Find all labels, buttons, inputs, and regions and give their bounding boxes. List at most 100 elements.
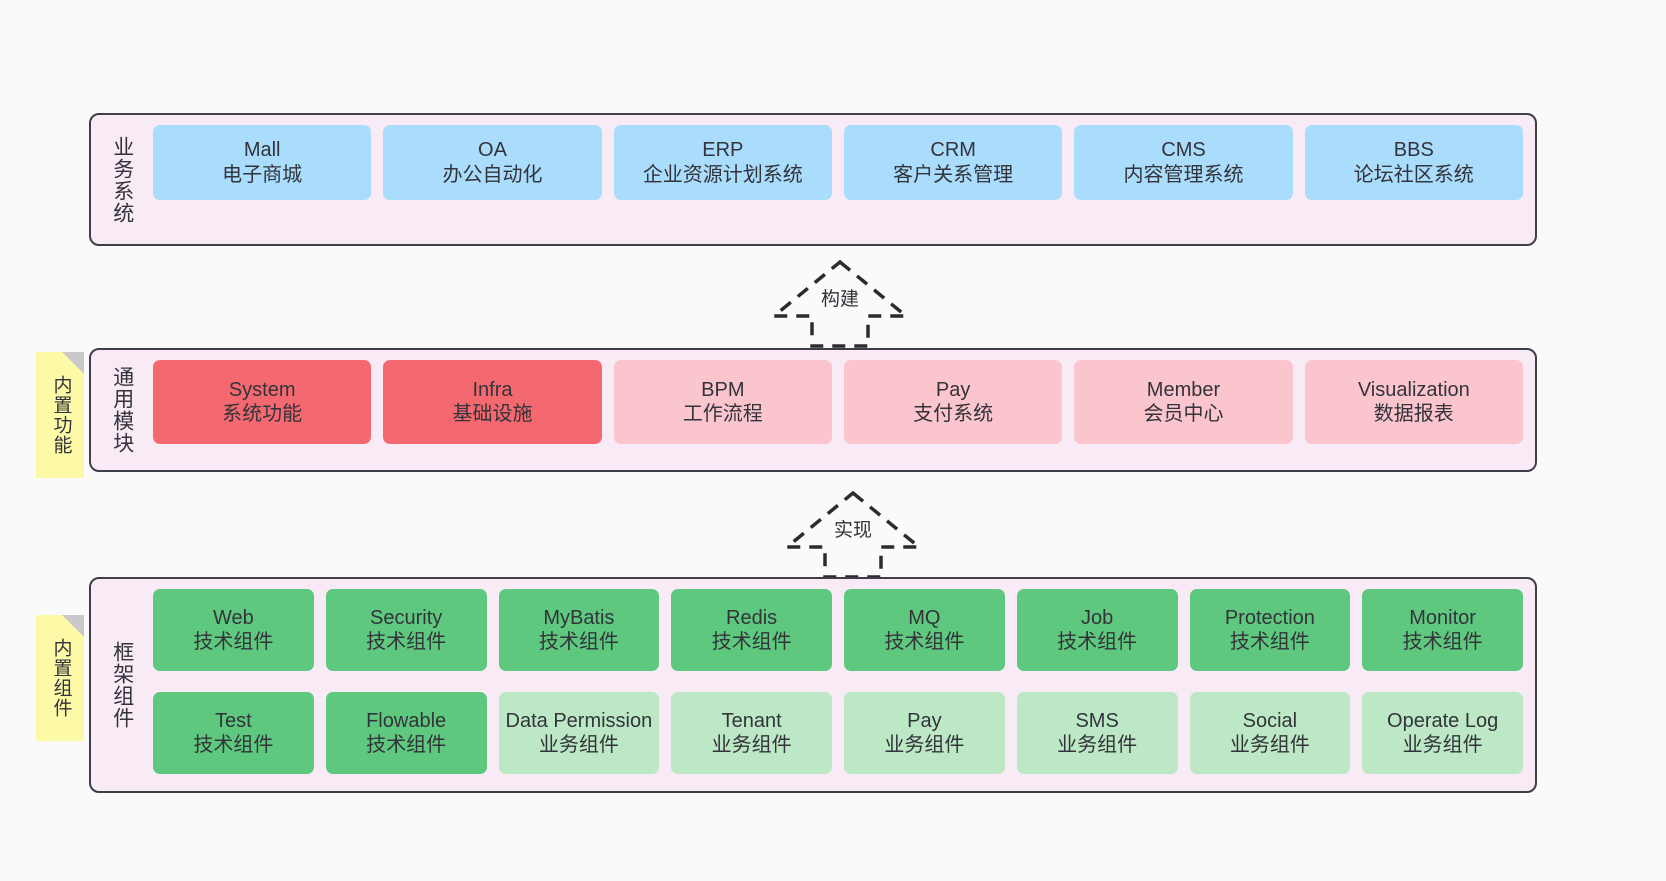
cell-subtitle: 业务组件 (1057, 734, 1138, 756)
cell-title: Visualization (1357, 378, 1470, 401)
cell-title: Tenant (721, 709, 782, 732)
cell-subtitle: 系统功能 (222, 403, 303, 425)
layer-business-system[interactable]: 业务系统 Mall 电子商城 OA 办公自动化 ERP 企业资源计划系统 CRM… (89, 113, 1537, 246)
cell-title: CMS (1161, 139, 1206, 162)
cell-tenant[interactable]: Tenant 业务组件 (671, 692, 832, 774)
cell-title: BBS (1393, 139, 1434, 162)
cell-visualization[interactable]: Visualization 数据报表 (1304, 360, 1523, 444)
cell-subtitle: 工作流程 (682, 403, 763, 425)
cell-monitor[interactable]: Monitor 技术组件 (1362, 589, 1523, 671)
note-builtin-functions[interactable]: 内置功能 (36, 352, 84, 478)
cell-bbs[interactable]: BBS 论坛社区系统 (1304, 125, 1523, 200)
cell-mybatis[interactable]: MyBatis 技术组件 (498, 589, 660, 671)
folded-corner-icon (62, 352, 84, 374)
cell-title: Test (215, 709, 252, 732)
connector-label-build: 构建 (817, 289, 863, 311)
cell-system[interactable]: System 系统功能 (153, 360, 372, 444)
cell-data-permission[interactable]: Data Permission 业务组件 (498, 692, 660, 774)
cell-member[interactable]: Member 会员中心 (1074, 360, 1293, 444)
cell-row: Web 技术组件 Security 技术组件 MyBatis 技术组件 Redi… (153, 589, 1523, 678)
cell-subtitle: 业务组件 (1402, 734, 1483, 756)
cell-subtitle: 技术组件 (884, 631, 965, 653)
cell-title: MQ (908, 606, 941, 629)
cell-mall[interactable]: Mall 电子商城 (153, 125, 372, 200)
cell-title: Protection (1224, 606, 1315, 629)
cell-subtitle: 业务组件 (538, 734, 619, 756)
cell-test[interactable]: Test 技术组件 (153, 692, 314, 774)
cell-subtitle: 技术组件 (193, 734, 274, 756)
cell-subtitle: 业务组件 (884, 734, 965, 756)
cell-subtitle: 业务组件 (1229, 734, 1310, 756)
connector-implement: 实现 (773, 487, 933, 579)
cell-subtitle: 论坛社区系统 (1353, 163, 1474, 186)
cell-subtitle: 会员中心 (1143, 403, 1224, 425)
cell-subtitle: 数据报表 (1373, 403, 1454, 425)
cell-subtitle: 技术组件 (711, 631, 792, 653)
cell-title: CRM (930, 139, 976, 162)
cell-subtitle: 技术组件 (538, 631, 619, 653)
cell-erp[interactable]: ERP 企业资源计划系统 (613, 125, 832, 200)
cell-subtitle: 技术组件 (366, 734, 447, 756)
cell-subtitle: 技术组件 (366, 631, 447, 653)
cell-protection[interactable]: Protection 技术组件 (1189, 589, 1351, 671)
layer-common-module[interactable]: 通用模块 System 系统功能 Infra 基础设施 BPM 工作流程 Pay… (89, 348, 1537, 472)
cell-cms[interactable]: CMS 内容管理系统 (1074, 125, 1293, 200)
cell-pay[interactable]: Pay 支付系统 (843, 360, 1063, 444)
cell-oa[interactable]: OA 办公自动化 (383, 125, 602, 200)
cell-social[interactable]: Social 业务组件 (1189, 692, 1351, 774)
cell-title: Social (1242, 709, 1298, 732)
cell-title: Pay (935, 378, 971, 401)
cell-title: SMS (1075, 709, 1119, 732)
cell-subtitle: 技术组件 (1057, 631, 1138, 653)
cell-subtitle: 业务组件 (711, 734, 792, 756)
cell-title: OA (478, 139, 507, 162)
cell-subtitle: 内容管理系统 (1123, 163, 1244, 186)
cell-row: Mall 电子商城 OA 办公自动化 ERP 企业资源计划系统 CRM 客户关系… (153, 125, 1523, 234)
cell-redis[interactable]: Redis 技术组件 (671, 589, 832, 671)
cell-subtitle: 客户关系管理 (893, 163, 1014, 186)
cell-title: Mall (243, 139, 281, 162)
cell-infra[interactable]: Infra 基础设施 (383, 360, 602, 444)
cell-title: Redis (726, 606, 778, 629)
cell-subtitle: 办公自动化 (442, 163, 543, 186)
folded-corner-icon (62, 615, 84, 637)
note-builtin-components[interactable]: 内置组件 (36, 615, 84, 741)
cell-mq[interactable]: MQ 技术组件 (844, 589, 1005, 671)
cell-sms[interactable]: SMS 业务组件 (1016, 692, 1178, 774)
cell-security[interactable]: Security 技术组件 (325, 589, 487, 671)
dashed-generalization-arrow-icon (769, 259, 911, 348)
cell-title: MyBatis (543, 606, 615, 629)
cell-flowable[interactable]: Flowable 技术组件 (325, 692, 487, 774)
cell-title: Infra (472, 378, 513, 401)
cell-subtitle: 支付系统 (913, 403, 994, 425)
note-label: 内置功能 (50, 375, 72, 455)
cell-title: Monitor (1409, 606, 1476, 629)
layer-title-business-system: 业务系统 (110, 135, 134, 224)
cell-bpm[interactable]: BPM 工作流程 (613, 360, 832, 444)
cell-operate-log[interactable]: Operate Log 业务组件 (1362, 692, 1523, 774)
cell-pay-business[interactable]: Pay 业务组件 (844, 692, 1005, 774)
cell-title: ERP (702, 139, 744, 162)
cell-row: System 系统功能 Infra 基础设施 BPM 工作流程 Pay 支付系统… (153, 360, 1523, 460)
cell-subtitle: 技术组件 (193, 631, 274, 653)
cell-subtitle: 技术组件 (1402, 631, 1483, 653)
layer-cells-business-system: Mall 电子商城 OA 办公自动化 ERP 企业资源计划系统 CRM 客户关系… (141, 125, 1523, 234)
cell-web[interactable]: Web 技术组件 (153, 589, 314, 671)
layer-title-framework-component: 框架组件 (110, 641, 134, 729)
cell-title: Operate Log (1387, 709, 1499, 732)
cell-subtitle: 基础设施 (452, 403, 533, 425)
cell-title: Job (1081, 606, 1114, 629)
cell-title: Pay (907, 709, 942, 732)
cell-subtitle: 技术组件 (1229, 631, 1310, 653)
connector-build: 构建 (760, 256, 920, 348)
cell-crm[interactable]: CRM 客户关系管理 (843, 125, 1063, 200)
cell-title: Flowable (366, 709, 447, 732)
cell-title: BPM (701, 378, 745, 401)
layer-framework-component[interactable]: 框架组件 Web 技术组件 Security 技术组件 MyBatis 技术组件… (89, 577, 1537, 793)
cell-job[interactable]: Job 技术组件 (1016, 589, 1178, 671)
layer-cells-common-module: System 系统功能 Infra 基础设施 BPM 工作流程 Pay 支付系统… (141, 360, 1523, 460)
cell-title: Member (1146, 378, 1221, 401)
cell-title: Data Permission (505, 709, 653, 732)
cell-row: Test 技术组件 Flowable 技术组件 Data Permission … (153, 692, 1523, 781)
connector-label-implement: 实现 (830, 520, 876, 542)
